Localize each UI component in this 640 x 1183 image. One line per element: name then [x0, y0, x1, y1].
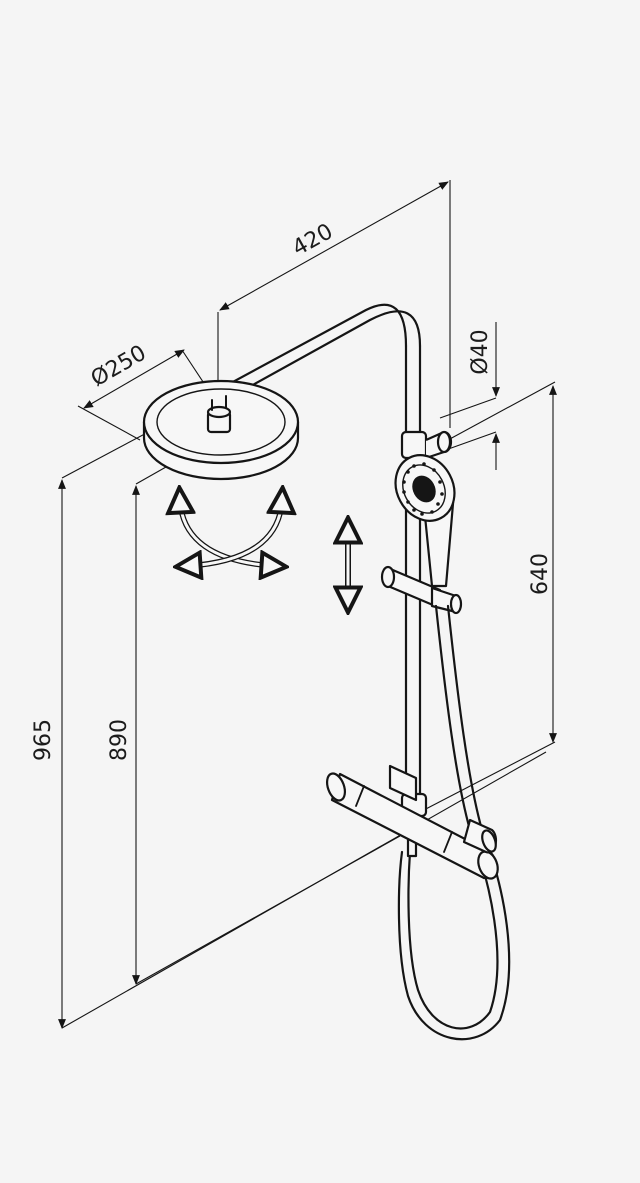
hand-shower: [394, 454, 456, 588]
bar-diameter-label: Ø40: [468, 329, 493, 374]
rail-length-label: 640: [528, 553, 553, 595]
dimension-lines: [58, 180, 557, 1029]
rotation-arrows-icon: [180, 500, 282, 566]
overall-height-label: 965: [31, 719, 56, 761]
dimension-labels: 420 Ø250 Ø40 640 890 965: [31, 219, 553, 761]
head-diameter-dimension: [83, 349, 185, 409]
shower-assembly: [142, 303, 511, 1041]
arm-reach-label: 420: [288, 219, 337, 261]
head-diameter-label: Ø250: [87, 341, 151, 392]
sliding-holder: [380, 565, 463, 615]
head-height-label: 890: [107, 719, 132, 761]
arm-reach-dimension: [219, 181, 449, 311]
rain-shower-head: [142, 379, 300, 481]
thermostatic-mixer: [325, 764, 499, 880]
overhead-arm: [216, 303, 422, 404]
shower-hose: [397, 604, 511, 1041]
top-bracket: [400, 430, 453, 460]
